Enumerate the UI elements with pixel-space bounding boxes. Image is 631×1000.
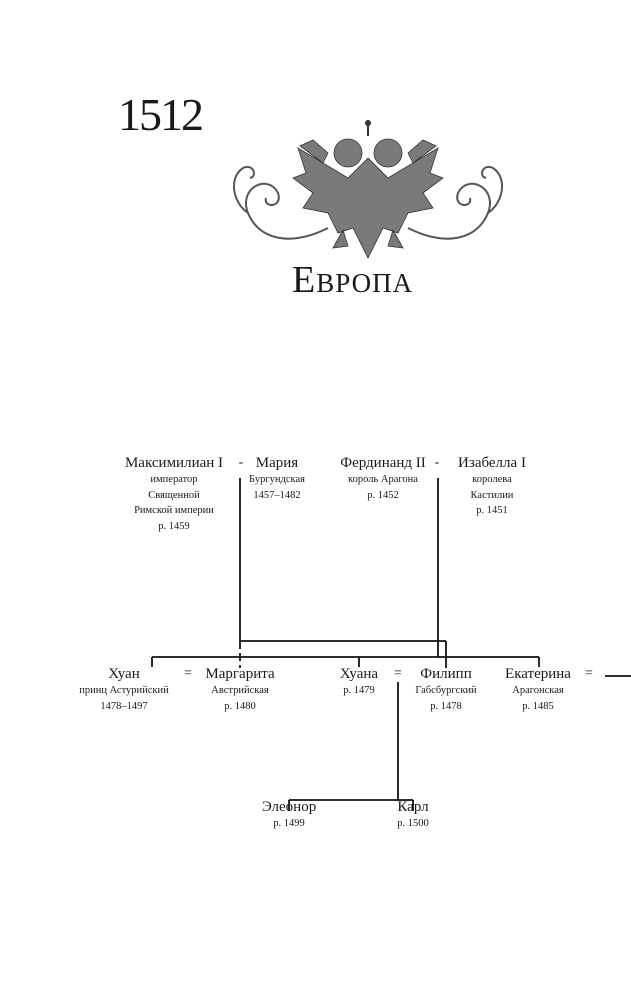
person-name: Екатерина bbox=[505, 666, 571, 682]
person-juana: Хуана р. 1479 bbox=[340, 666, 378, 699]
person-detail: р. 1459 bbox=[158, 520, 190, 532]
person-detail: р. 1451 bbox=[476, 505, 508, 516]
person-name: Хуан bbox=[108, 666, 140, 682]
double-headed-eagle-icon bbox=[233, 120, 503, 259]
person-detail: Священной bbox=[148, 489, 200, 501]
person-detail: Римской империи bbox=[134, 505, 214, 516]
person-detail: Бургундская bbox=[249, 474, 305, 485]
person-eleonor: Элеонор р. 1499 bbox=[262, 799, 316, 832]
person-detail: Габсбургский bbox=[415, 685, 477, 696]
person-name: Филипп bbox=[420, 666, 472, 682]
person-detail: 1478–1497 bbox=[100, 700, 148, 712]
marriage-symbol: = bbox=[394, 666, 402, 682]
person-ferdinand: Фердинанд II король Арагона р. 1452 bbox=[340, 455, 426, 503]
person-karl: Карл р. 1500 bbox=[397, 799, 429, 832]
person-detail: р. 1500 bbox=[397, 818, 429, 829]
person-detail: р. 1485 bbox=[522, 700, 554, 712]
marriage-symbol: = bbox=[585, 666, 593, 681]
person-name: Хуана bbox=[339, 666, 379, 682]
person-maximilian: Максимилиан I император Священной Римско… bbox=[125, 455, 223, 534]
person-detail: Австрийская bbox=[211, 685, 269, 696]
person-detail: р. 1479 bbox=[343, 685, 375, 696]
region-heading: Европа bbox=[292, 259, 414, 301]
person-detail: королева bbox=[472, 474, 512, 485]
marriage-symbol: - bbox=[434, 455, 440, 470]
person-detail: император bbox=[150, 474, 198, 485]
person-name: Изабелла I bbox=[458, 455, 526, 471]
person-detail: р. 1452 bbox=[367, 489, 399, 501]
person-detail: король Арагона bbox=[348, 474, 418, 485]
person-maria: Мария Бургундская 1457–1482 bbox=[249, 455, 305, 503]
person-detail: р. 1499 bbox=[273, 818, 305, 829]
person-name: Маргарита bbox=[205, 666, 275, 682]
person-detail: Кастилии bbox=[470, 489, 514, 501]
person-philipp: Филипп Габсбургский р. 1478 bbox=[415, 666, 476, 714]
person-detail: р. 1480 bbox=[224, 700, 256, 712]
person-name: Элеонор bbox=[261, 799, 317, 815]
person-name: Фердинанд II bbox=[340, 455, 426, 471]
marriage-symbol: - bbox=[238, 455, 244, 470]
person-detail: 1457–1482 bbox=[253, 489, 301, 501]
person-name: Максимилиан I bbox=[124, 455, 224, 471]
person-margarita: Маргарита Австрийская р. 1480 bbox=[205, 666, 274, 714]
person-juan: Хуан принц Астурийский 1478–1497 bbox=[79, 666, 169, 714]
person-name: Мария bbox=[255, 455, 299, 471]
person-detail: Арагонская bbox=[512, 685, 564, 696]
person-name: Карл bbox=[397, 799, 429, 815]
person-detail: принц Астурийский bbox=[79, 685, 169, 696]
person-detail: р. 1478 bbox=[430, 700, 462, 712]
person-isabella: Изабелла I королева Кастилии р. 1451 bbox=[458, 455, 526, 519]
marriage-symbol: = bbox=[184, 666, 192, 681]
person-ekaterina: Екатерина Арагонская р. 1485 bbox=[505, 666, 571, 714]
year-heading: 1512 bbox=[118, 89, 204, 140]
